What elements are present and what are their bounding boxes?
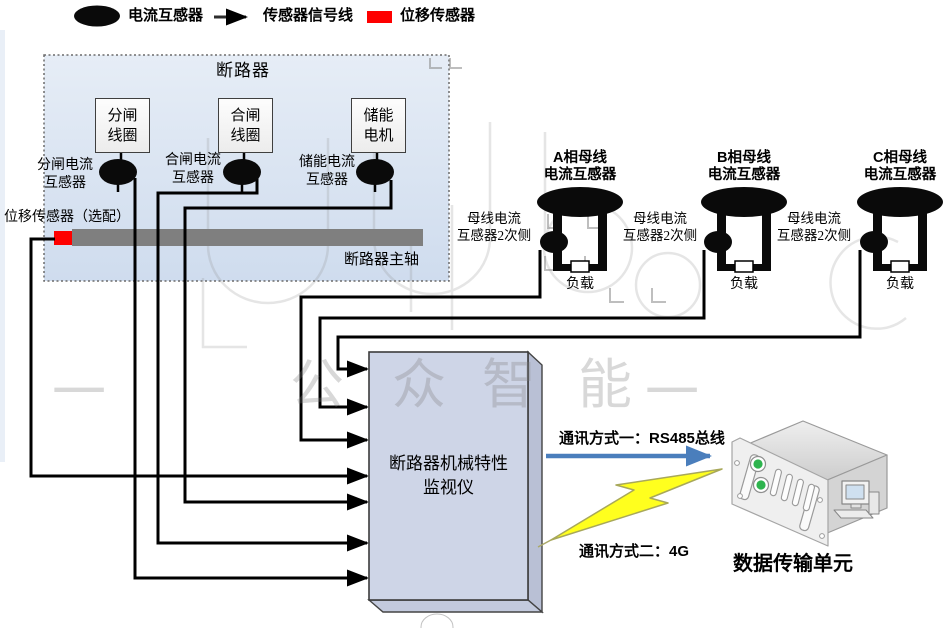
watermark-dash-right: 一 [645, 363, 699, 423]
opening-coil-line1: 分闸 [107, 107, 138, 124]
dtu-vent-slots [769, 468, 815, 512]
legend-current-transformer-icon [74, 5, 120, 27]
phase-a-secondary-ct-icon [540, 231, 568, 253]
main-shaft-label: 断路器主轴 [344, 252, 420, 268]
phase-c-secondary-label: 母线电流 互感器2次侧 [776, 211, 852, 243]
watermark-char-2: 众 [392, 355, 446, 415]
phase-c-load-label: 负载 [886, 277, 914, 292]
page-edge-strip [0, 30, 5, 462]
coil-current-transformers [99, 159, 394, 185]
monitor-title: 断路器机械特性 监视仪 [389, 454, 508, 497]
opening-coil-line2: 线圈 [107, 127, 138, 144]
displacement-sensor-icon [54, 231, 72, 245]
dtu-label: 数据传输单元 [733, 553, 853, 575]
legend-label-current-transformer: 电流互感器 [128, 8, 204, 24]
legend-label-displacement-sensor: 位移传感器 [400, 8, 476, 24]
legend-label-signal-line: 传感器信号线 [263, 8, 354, 24]
phase-b-load-label: 负载 [730, 277, 758, 292]
lightning-4g-icon [537, 468, 723, 548]
phase-c-load-resistor [890, 260, 910, 273]
wire-opening-ct [133, 178, 369, 587]
closing-coil-line1: 合闸 [230, 107, 261, 124]
wire-phase-c [336, 250, 862, 378]
comm-method2-value: 4G [669, 543, 690, 560]
phase-b-main-ct-icon [701, 187, 787, 217]
energy-ct-label: 储能电流 互感器 [299, 155, 355, 188]
phase-b-load-resistor [734, 260, 754, 273]
watermark-dash-left: 一 [52, 363, 106, 423]
comm-method1-value: RS485总线 [649, 430, 725, 447]
legend-displacement-sensor-icon [367, 11, 392, 23]
phase-a-title: A相母线 电流互感器 [543, 150, 617, 183]
watermark-char-3: 智 [482, 355, 536, 415]
watermark-char-4: 能 [578, 355, 632, 415]
energy-ct-icon [356, 159, 394, 185]
bus-ct-phase-b [701, 187, 787, 273]
opening-ct-icon [99, 159, 137, 185]
dtu-screw-holes [734, 460, 825, 539]
phase-b-secondary-label: 母线电流 互感器2次侧 [622, 211, 698, 243]
phase-a-load-label: 负载 [566, 277, 594, 292]
breaker-title: 断路器 [216, 61, 270, 80]
phase-c-secondary-ct-icon [860, 231, 888, 253]
opening-coil-box: 分闸 线圈 [95, 98, 150, 153]
opening-ct-label: 分闸电流 互感器 [37, 158, 93, 191]
closing-coil-line2: 线圈 [230, 127, 261, 144]
energy-motor-line2: 电机 [363, 127, 394, 144]
phase-a-load-resistor [570, 260, 590, 273]
phase-b-secondary-ct-icon [704, 231, 732, 253]
dtu-device-illustration [731, 420, 888, 547]
dtu-led-bottom [756, 480, 766, 490]
wire-phase-b [318, 250, 706, 416]
closing-ct-icon [223, 159, 261, 185]
wire-energy-ct [183, 180, 393, 511]
bus-ct-phase-c [857, 187, 943, 273]
dtu-led-top [753, 459, 763, 469]
energy-motor-box: 储能 电机 [351, 98, 406, 153]
sensor-signal-wires [29, 177, 862, 587]
phase-c-main-ct-icon [857, 187, 943, 217]
wire-displacement-sensor [29, 237, 369, 485]
comm-method1-label: 通讯方式一：RS485总线 [559, 427, 725, 448]
breaker-main-shaft-bar [72, 229, 423, 246]
closing-ct-label: 合闸电流 互感器 [165, 153, 221, 186]
comm-method2-label: 通讯方式二：4G [579, 540, 689, 561]
dtu-mini-computer [833, 480, 880, 519]
phase-a-secondary-label: 母线电流 互感器2次侧 [456, 211, 532, 243]
comm-method1-prefix: 通讯方式一： [559, 431, 650, 447]
energy-motor-line1: 储能 [363, 107, 394, 124]
displacement-sensor-label: 位移传感器（选配） [4, 210, 130, 225]
phase-c-title: C相母线 电流互感器 [863, 150, 937, 183]
wire-closing-ct [156, 177, 369, 552]
phase-b-title: B相母线 电流互感器 [707, 150, 781, 183]
bus-ct-phase-a [537, 187, 623, 273]
watermark-bottom-circle [420, 613, 454, 628]
watermark-char-1: 公 [290, 355, 344, 415]
comm-method2-prefix: 通讯方式二： [579, 544, 670, 560]
closing-coil-box: 合闸 线圈 [218, 98, 273, 153]
phase-a-main-ct-icon [537, 187, 623, 217]
wire-phase-a [299, 250, 542, 449]
